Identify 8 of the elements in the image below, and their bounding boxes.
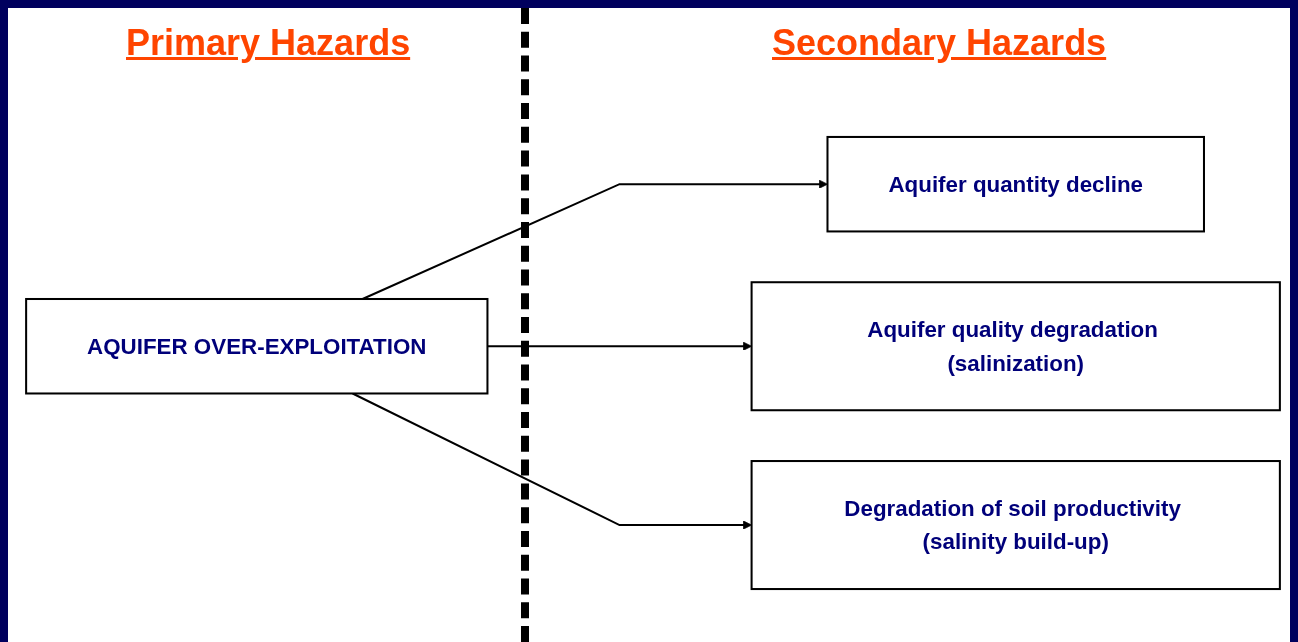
node-box: AQUIFER OVER-EXPLOITATION	[25, 298, 489, 395]
arrow	[487, 341, 752, 351]
arrow	[362, 179, 828, 300]
node-box: Degradation of soil productivity (salinity build-up)	[750, 460, 1281, 591]
column-heading: Secondary Hazards	[772, 22, 1107, 64]
node-box: Aquifer quantity decline	[826, 135, 1205, 233]
node-box: Aquifer quality degradation (salinization)	[750, 281, 1281, 412]
column-heading: Primary Hazards	[126, 22, 411, 64]
